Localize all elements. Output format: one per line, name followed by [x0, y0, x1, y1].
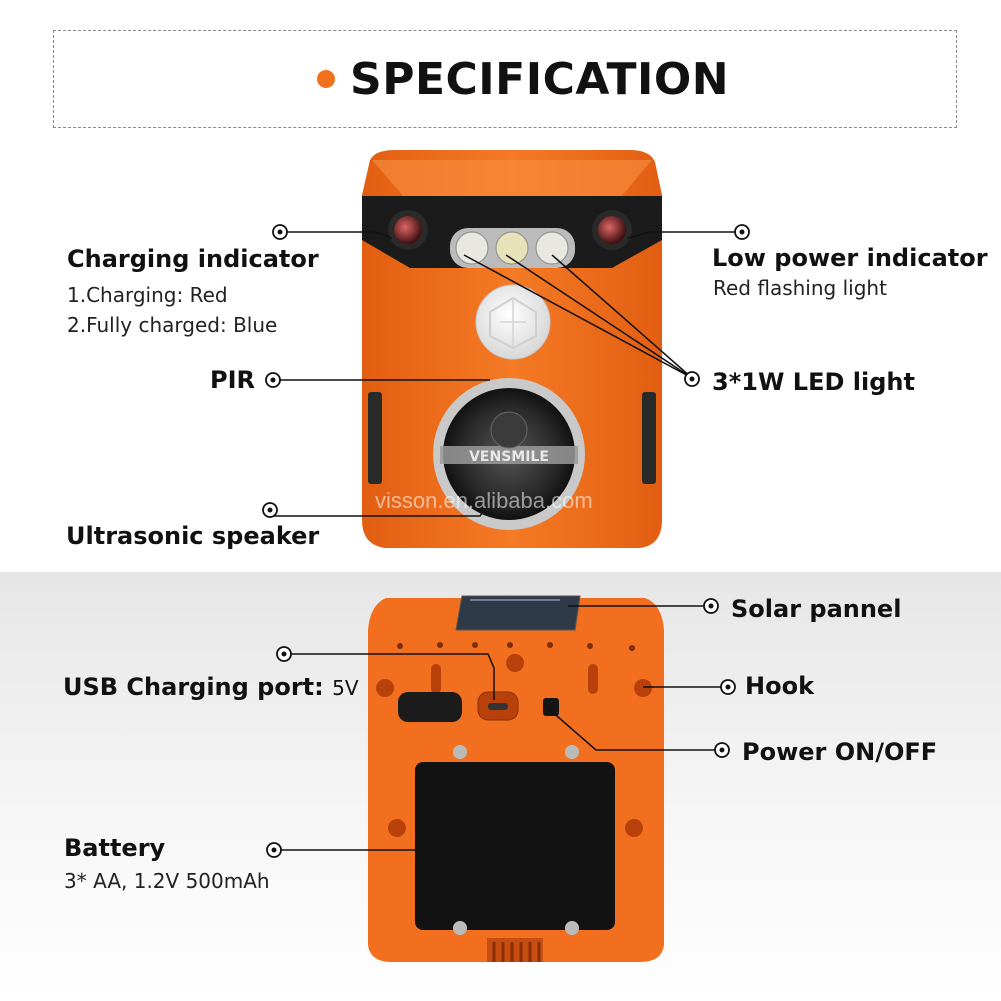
led-1 — [455, 231, 489, 265]
callout-markers — [262, 224, 750, 858]
led-2 — [495, 231, 529, 265]
charging-indicator-lens — [394, 216, 422, 244]
battery-cover — [415, 762, 615, 930]
hook-hole — [634, 679, 652, 697]
label-pir: PIR — [210, 366, 255, 394]
led-3 — [535, 231, 569, 265]
screw-hole — [376, 679, 394, 697]
low-power-indicator-lens — [598, 216, 626, 244]
label-battery: Battery — [64, 834, 166, 862]
front-top-bevel — [372, 160, 652, 198]
power-switch — [543, 698, 559, 716]
page-title: SPECIFICATION — [350, 54, 730, 105]
back-device — [368, 595, 664, 962]
label-led-light: 3*1W LED light — [712, 368, 915, 396]
watermark: visson.en.alibaba.com — [375, 488, 593, 513]
label-battery-spec: 3* AA, 1.2V 500mAh — [64, 869, 270, 893]
label-solar-panel: Solar pannel — [731, 595, 902, 623]
label-ultrasonic-speaker: Ultrasonic speaker — [66, 522, 320, 550]
solar-panel — [455, 595, 581, 631]
label-usb-port-title: USB Charging port: — [63, 673, 324, 701]
front-device: VENSMILE — [362, 150, 662, 548]
side-slot-right — [642, 392, 656, 484]
callout-lines — [270, 231, 742, 851]
usb-cover — [398, 692, 462, 722]
label-hook: Hook — [745, 672, 815, 700]
label-charging-blue: 2.Fully charged: Blue — [67, 313, 278, 337]
label-usb-port: USB Charging port: 5V — [63, 673, 359, 702]
speaker-badge — [440, 446, 578, 464]
label-charging-red: 1.Charging: Red — [67, 283, 228, 307]
label-usb-port-voltage: 5V — [332, 676, 359, 700]
header-frame — [53, 30, 957, 128]
label-charging-indicator: Charging indicator — [67, 245, 319, 273]
label-low-power-sub: Red flashing light — [713, 276, 887, 300]
side-slot-left — [368, 392, 382, 484]
label-power-switch: Power ON/OFF — [742, 738, 938, 766]
brand-logo: VENSMILE — [469, 449, 549, 465]
usb-port — [488, 703, 508, 710]
header-bullet — [317, 70, 335, 88]
label-low-power-indicator: Low power indicator — [712, 244, 988, 272]
